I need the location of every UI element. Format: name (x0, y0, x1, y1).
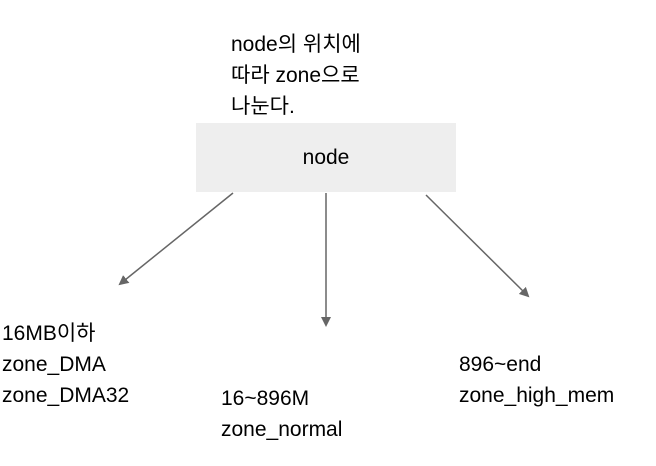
zone-name: zone_high_mem (459, 384, 615, 407)
zone-name: zone_DMA32 (2, 384, 130, 407)
zone-range: 16~896M (221, 387, 310, 410)
zone-dma-label: 16MB이하 zone_DMA zone_DMA32 (2, 318, 129, 411)
zone-range: 16MB이하 (2, 322, 96, 345)
description-note: node의 위치에 따라 zone으로 나눈다. (231, 29, 361, 122)
arrow-to-zone-high-mem (425, 194, 530, 298)
zone-range: 896~end (459, 353, 542, 376)
zone-name: zone_DMA (2, 353, 106, 376)
arrow-to-zone-dma (118, 192, 234, 286)
zone-normal-label: 16~896M zone_normal (221, 383, 342, 445)
note-line: 따라 zone으로 (231, 64, 360, 87)
zone-high-mem-label: 896~end zone_high_mem (459, 349, 614, 411)
node-label: node (302, 145, 350, 169)
zone-name: zone_normal (221, 418, 343, 441)
note-line: node의 위치에 (231, 33, 361, 56)
note-line: 나눈다. (231, 95, 295, 118)
node-box: node (196, 123, 456, 192)
